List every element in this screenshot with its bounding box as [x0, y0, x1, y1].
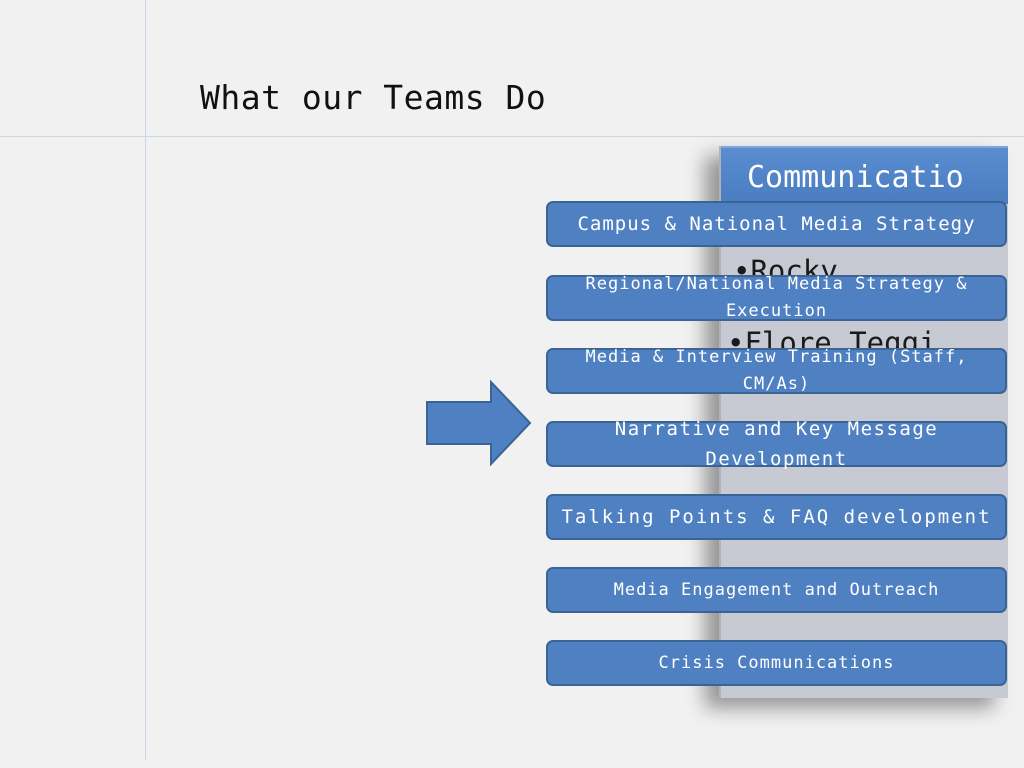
slide-title: What our Teams Do	[200, 78, 547, 117]
item-media-engagement-outreach: Media Engagement and Outreach	[546, 567, 1007, 613]
item-media-interview-training: Media & Interview Training (Staff, CM/As…	[546, 347, 1007, 394]
item-campus-national-media-strategy: Campus & National Media Strategy	[546, 201, 1007, 247]
panel-header: Communicatio	[721, 146, 1008, 204]
item-narrative-key-message: Narrative and Key Message Development	[546, 418, 1007, 470]
item-crisis-communications: Crisis Communications	[546, 640, 1007, 686]
item-talking-points-faq: Talking Points & FAQ development	[546, 494, 1007, 540]
horizontal-guide-line	[0, 136, 1024, 137]
vertical-guide-line	[145, 0, 146, 760]
right-arrow-icon	[426, 380, 532, 466]
item-regional-national-media-strategy: Regional/National Media Strategy & Execu…	[546, 274, 1007, 321]
